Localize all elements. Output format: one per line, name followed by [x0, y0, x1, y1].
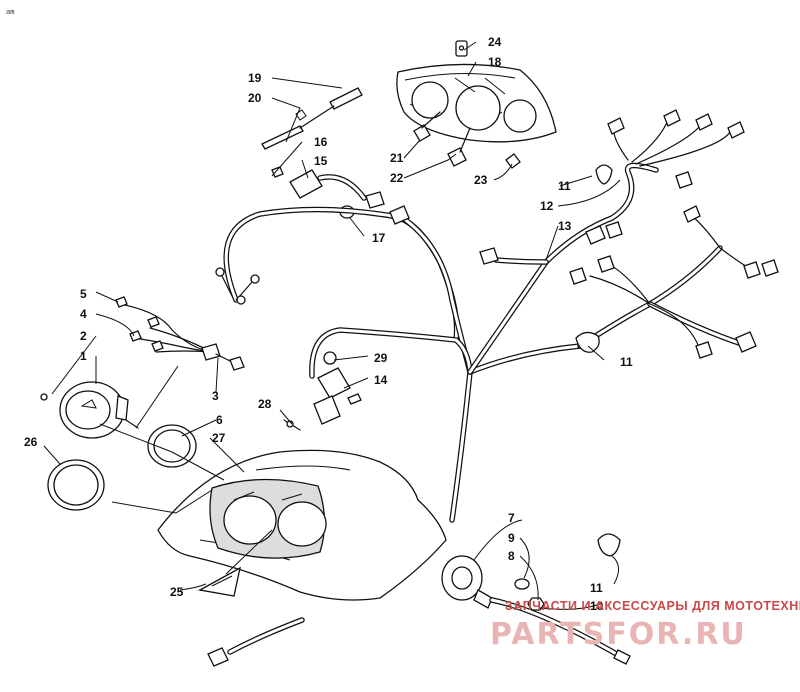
callout-6: 6 — [216, 413, 223, 427]
callout-2: 2 — [80, 329, 87, 343]
callout-14: 14 — [374, 373, 388, 387]
watermark-brand: PARTSFOR.RU — [490, 617, 747, 652]
leader-lines — [43, 41, 621, 610]
clamp-11-top — [595, 164, 613, 185]
callout-4: 4 — [80, 307, 87, 321]
callout-25: 25 — [170, 585, 184, 599]
lens-26 — [47, 459, 105, 511]
callout-18: 18 — [488, 55, 502, 69]
gauge-harness-5-4-3 — [115, 296, 245, 371]
bulb-21 — [413, 111, 441, 142]
callout-1: 1 — [80, 349, 87, 363]
speedometer-1 — [40, 381, 139, 439]
switch-19-20 — [261, 87, 363, 150]
callout-26: 26 — [24, 435, 38, 449]
watermark-text: ЗАПЧАСТИ И АКСЕССУАРЫ ДЛЯ МОТОТЕХНИКИ — [505, 599, 800, 613]
clamp-11-bottom — [597, 533, 621, 557]
decal-25 — [198, 566, 241, 597]
cable-10 — [489, 597, 631, 665]
watermark: ЗАПЧАСТИ И АКСЕССУАРЫ ДЛЯ МОТОТЕХНИКИ PA… — [490, 599, 800, 652]
callout-8: 8 — [508, 549, 515, 563]
page-code: am — [6, 8, 14, 16]
clamp-11-mid — [575, 331, 600, 353]
callout-20: 20 — [248, 91, 262, 105]
lower-harness — [207, 617, 305, 667]
switch-15 — [271, 166, 385, 219]
callout-7: 7 — [508, 511, 515, 525]
callout-11-bottom: 11 — [590, 581, 603, 595]
callout-12: 12 — [540, 199, 554, 213]
screw-28 — [283, 419, 301, 431]
callout-23: 23 — [474, 173, 488, 187]
callout-21: 21 — [390, 151, 404, 165]
dash-panel-27 — [157, 449, 447, 601]
callout-27: 27 — [212, 431, 226, 445]
bulb-22 — [447, 127, 471, 167]
washer-9 — [514, 578, 530, 590]
callout-13: 13 — [558, 219, 572, 233]
callout-11-mid: 11 — [620, 355, 633, 369]
nut-8 — [527, 597, 545, 611]
callout-3: 3 — [212, 389, 219, 403]
callout-17: 17 — [372, 231, 386, 245]
callout-22: 22 — [390, 171, 404, 185]
callout-5: 5 — [80, 287, 87, 301]
main-wiring-harness — [215, 119, 757, 523]
callouts: 19 20 16 15 17 24 18 21 22 23 11 12 13 1… — [24, 35, 633, 613]
headlight-assembly — [396, 63, 557, 143]
callout-10: 10 — [590, 599, 604, 613]
callout-16: 16 — [314, 135, 328, 149]
pickup-7 — [441, 555, 493, 609]
callout-15: 15 — [314, 154, 328, 168]
callout-9: 9 — [508, 531, 515, 545]
callout-29: 29 — [374, 351, 388, 365]
bulb-23 — [505, 153, 521, 169]
callout-24: 24 — [488, 35, 502, 49]
callout-28: 28 — [258, 397, 272, 411]
callout-11-top: 11 — [558, 179, 571, 193]
relay-29-14 — [313, 351, 362, 425]
harness-connectors — [389, 109, 779, 359]
callout-19: 19 — [248, 71, 262, 85]
